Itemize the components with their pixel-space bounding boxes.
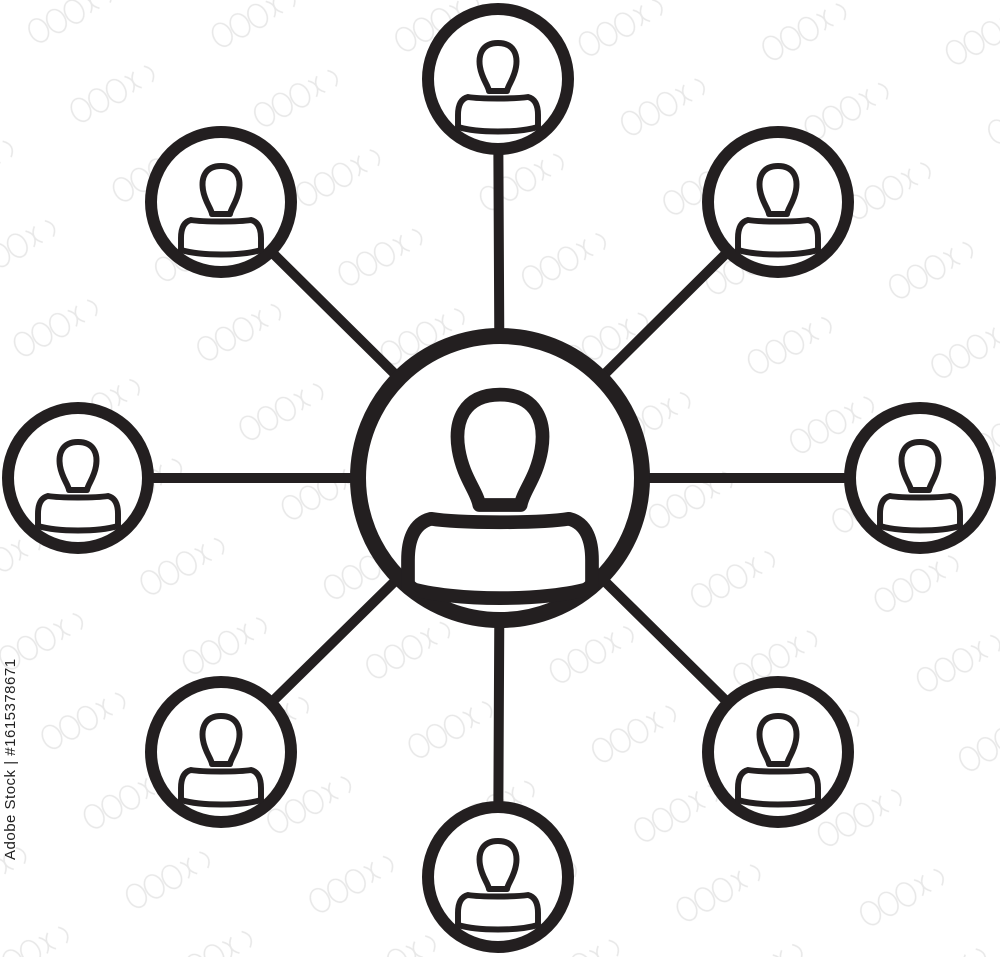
- central-node: [350, 328, 650, 628]
- connection-line-bottom-right: [600, 576, 729, 704]
- node-ring-top: [422, 3, 574, 155]
- node-bottom: [422, 801, 574, 953]
- node-top: [422, 3, 574, 155]
- node-ring-top-left: [145, 126, 297, 278]
- connection-lines: [149, 149, 849, 807]
- connection-line-top: [493, 149, 505, 336]
- node-ring-left: [2, 402, 154, 554]
- node-left: [2, 402, 154, 554]
- person-icon: [35, 439, 121, 534]
- node-bottom-right: [702, 676, 854, 828]
- person-icon: [178, 163, 264, 258]
- node-ring-bottom-left: [145, 676, 297, 828]
- outer-nodes: [2, 3, 996, 953]
- central-node-ring: [350, 328, 650, 628]
- person-icon: [455, 40, 541, 135]
- person-icon: [401, 387, 599, 605]
- connection-line-bottom: [493, 620, 505, 807]
- person-icon: [455, 838, 541, 933]
- node-ring-right: [844, 402, 996, 554]
- connection-line-top-right: [600, 250, 730, 379]
- node-bottom-left: [145, 676, 297, 828]
- person-icon: [735, 163, 821, 258]
- person-icon: [178, 713, 264, 808]
- connection-line-bottom-left: [270, 576, 400, 704]
- person-icon: [877, 439, 963, 534]
- node-ring-top-right: [702, 126, 854, 278]
- connection-line-top-left: [270, 250, 400, 379]
- node-ring-bottom-right: [702, 676, 854, 828]
- node-top-right: [702, 126, 854, 278]
- node-right: [844, 402, 996, 554]
- stock-id-watermark: Adobe Stock | #1615378671: [2, 658, 19, 860]
- person-icon: [735, 713, 821, 808]
- node-ring-bottom: [422, 801, 574, 953]
- node-top-left: [145, 126, 297, 278]
